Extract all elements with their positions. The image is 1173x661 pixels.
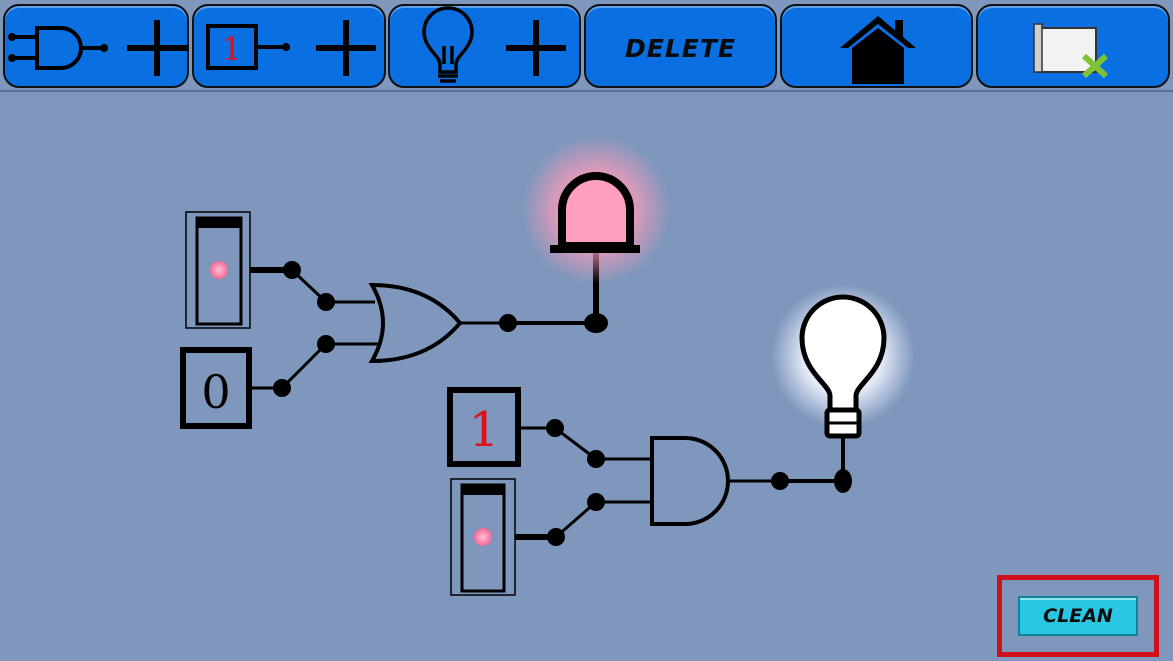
clean-highlight-frame	[997, 575, 1159, 657]
close-document-icon	[1033, 23, 1109, 79]
input-icon-digit: 1	[222, 30, 242, 68]
toggle-switch-b[interactable]	[450, 478, 516, 596]
or-gate-input-wires	[249, 267, 380, 390]
home-button[interactable]	[780, 4, 973, 88]
toolbar: 1 DELETE	[0, 0, 1173, 92]
add-input-button[interactable]: 1	[192, 4, 386, 88]
clean-button[interactable]: CLEAN	[1018, 596, 1138, 636]
or-gate[interactable]	[368, 282, 463, 364]
add-gate-button[interactable]	[3, 4, 189, 88]
delete-label: DELETE	[625, 34, 736, 63]
add-bulb-button[interactable]	[388, 4, 581, 88]
input-box-a-value: 0	[201, 365, 230, 419]
toggle-switch-a[interactable]	[185, 211, 251, 329]
or-gate-input-nodes	[273, 261, 335, 397]
circuit-canvas[interactable]: 0 1	[0, 92, 1173, 661]
and-gate-icon	[8, 20, 187, 76]
exit-button[interactable]	[976, 4, 1170, 88]
bulb-icon	[422, 6, 566, 83]
input-box-a[interactable]: 0	[180, 347, 252, 429]
delete-button[interactable]: DELETE	[584, 4, 777, 88]
alarm-indicator[interactable]	[522, 136, 670, 284]
input-box-icon: 1	[206, 20, 376, 76]
and-gate-input-wires	[515, 426, 652, 540]
input-box-b[interactable]: 1	[447, 387, 521, 467]
and-gate-input-nodes	[546, 419, 605, 546]
and-gate[interactable]	[650, 436, 730, 526]
home-icon	[840, 16, 916, 84]
and-gate-output-wire	[728, 436, 852, 493]
light-bulb[interactable]	[771, 284, 915, 439]
input-box-b-value: 1	[469, 402, 500, 458]
